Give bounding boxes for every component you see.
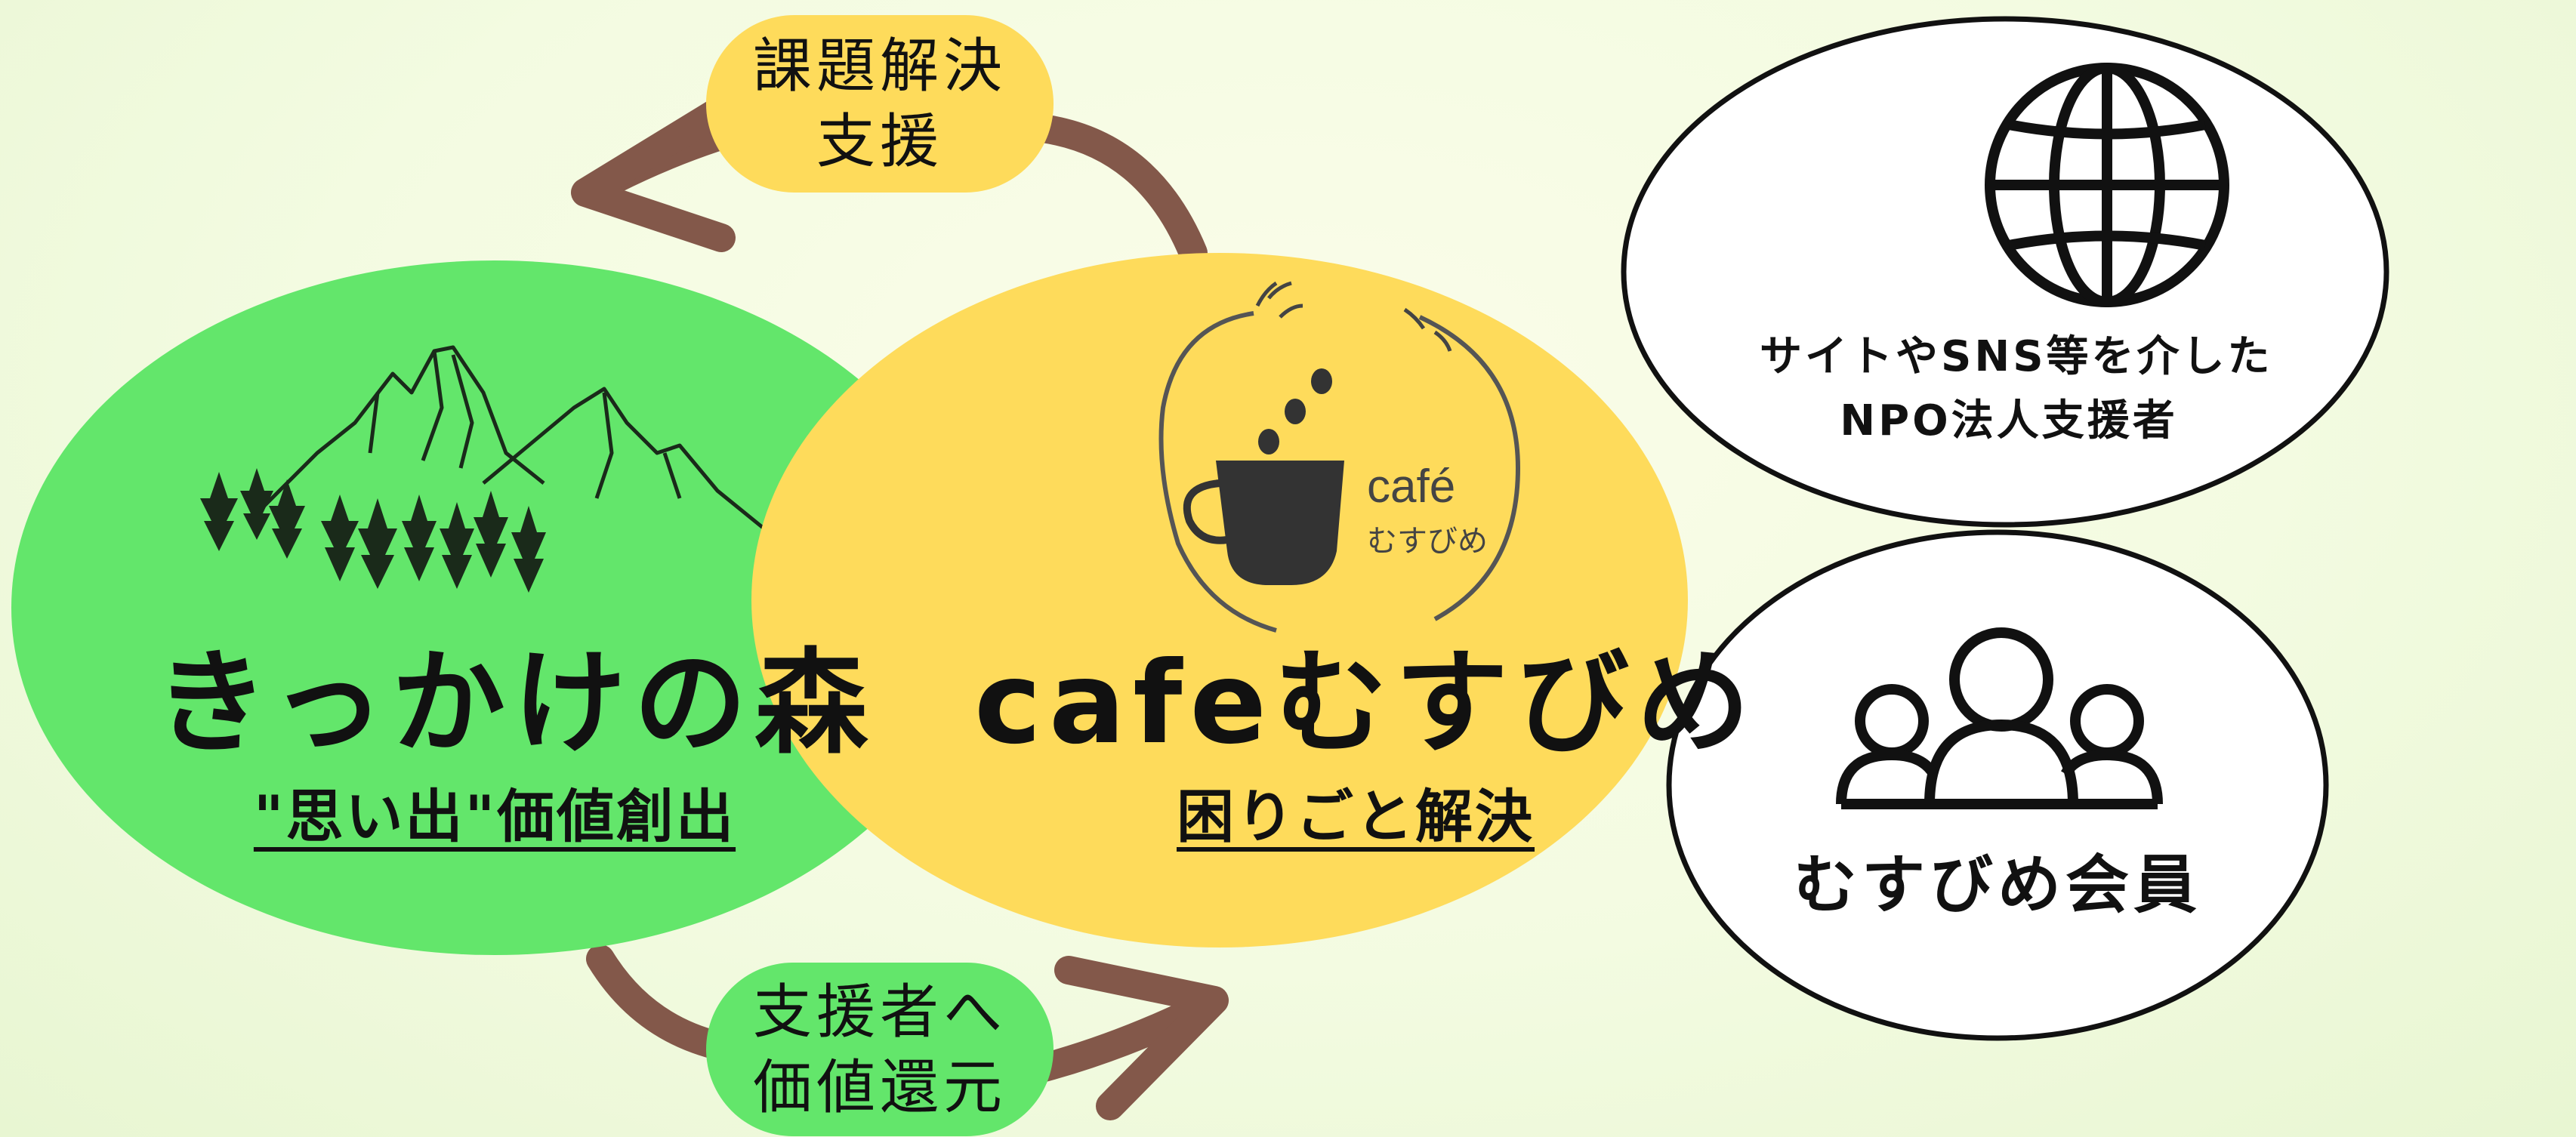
forest-title: きっかけの森 <box>155 638 876 769</box>
forest-node <box>11 260 978 955</box>
members-node <box>1666 529 2329 1041</box>
bottom-flow-label-2: 価値還元 <box>752 1054 1007 1122</box>
cafe-title: cafeむすびめ <box>974 638 1758 769</box>
globe-icon <box>1985 63 2229 307</box>
cafe-subtitle: 困りごと解決 <box>1177 783 1535 850</box>
logo-text-top: café <box>1367 461 1455 513</box>
members-label: むすびめ会員 <box>1793 848 2201 922</box>
cafe-logo-icon: café むすびめ <box>1158 281 1521 633</box>
supporters-label-2: NPO法人支援者 <box>1840 396 2178 445</box>
forest-subtitle: "思い出"価値創出 <box>253 783 736 850</box>
mountain-forest-icon <box>248 345 779 541</box>
logo-text-bottom: むすびめ <box>1367 524 1488 559</box>
people-group-icon <box>1836 627 2163 809</box>
bottom-flow-label-1: 支援者へ <box>752 978 1007 1046</box>
top-flow-label-1: 課題解決 <box>752 32 1007 100</box>
bottom-flow-pill <box>706 963 1054 1136</box>
supporters-node <box>1621 16 2389 528</box>
pine-trees <box>200 468 546 593</box>
top-flow-pill <box>706 15 1054 193</box>
top-flow-label-2: 支援 <box>816 108 943 176</box>
supporters-label-1: サイトやSNS等を介した <box>1760 332 2273 381</box>
